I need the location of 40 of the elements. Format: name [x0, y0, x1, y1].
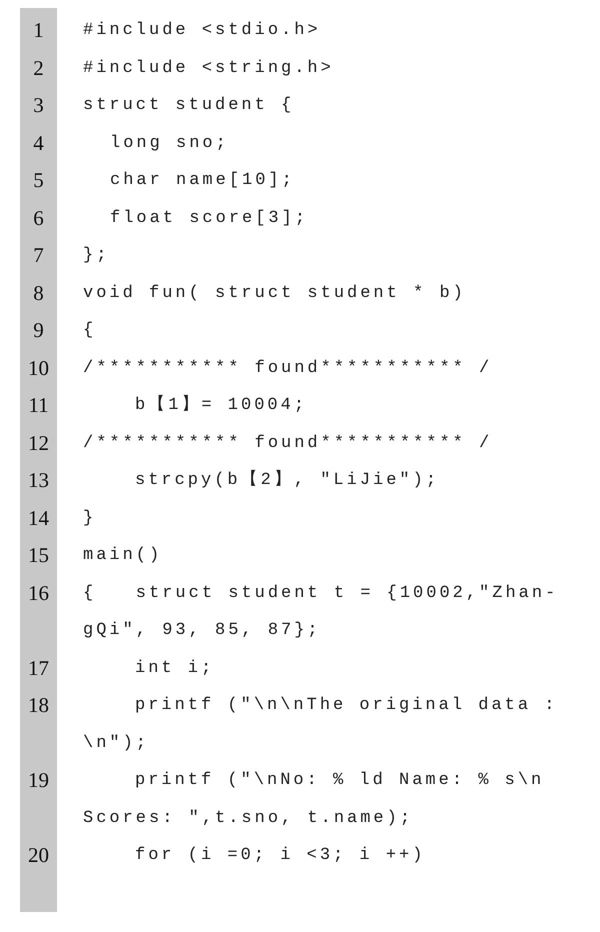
code-line: #include <string.h> — [83, 58, 335, 80]
code-line: { — [83, 320, 98, 342]
line-number: 3 — [32, 92, 45, 119]
code-line: for (i =0; i <3; i ++) — [134, 845, 426, 867]
code-line: /*********** found*********** / — [83, 358, 494, 380]
code-line: main() — [83, 545, 164, 567]
code-line: float score[3]; — [109, 208, 310, 230]
line-number: 11 — [27, 392, 50, 419]
line-number: 12 — [27, 430, 50, 456]
line-number: 10 — [27, 354, 50, 382]
line-number: 6 — [32, 204, 45, 232]
code-line: strcpy(b【2】, "LiJie"); — [134, 468, 440, 492]
code-line: printf ("\n\nThe original data : \n"); — [83, 695, 558, 754]
code-line: }; — [83, 245, 110, 267]
code-line: /*********** found*********** / — [83, 432, 494, 454]
code-line: struct student { — [83, 95, 296, 117]
line-number: 8 — [32, 280, 45, 306]
line-number: 18 — [27, 692, 50, 719]
code-line: } — [83, 508, 98, 530]
line-number: 7 — [32, 242, 45, 269]
code-line: int i; — [134, 658, 216, 680]
line-number: 4 — [32, 130, 45, 156]
line-number: 1 — [32, 17, 45, 44]
line-number: 16 — [27, 580, 50, 606]
code-line: b【1】= 10004; — [134, 394, 308, 417]
code-line: void fun( struct student * b) — [83, 282, 467, 304]
code-line: #include <stdio.h> — [83, 20, 322, 42]
line-number: 15 — [27, 542, 50, 569]
code-line: long sno; — [109, 132, 230, 154]
line-number: 2 — [32, 54, 45, 82]
line-number: 13 — [27, 467, 50, 494]
code-line: char name[10]; — [109, 170, 296, 192]
line-number: 5 — [32, 167, 45, 194]
line-number: 9 — [32, 317, 45, 344]
line-number: 14 — [27, 504, 50, 532]
line-number: 17 — [27, 654, 50, 682]
code-line: printf ("\nNo: % ld Name: % s\n Scores: ",t.sno, t.name); — [83, 770, 546, 830]
line-number: 19 — [27, 767, 50, 794]
line-number: 20 — [27, 842, 50, 869]
code-line: { struct student t = {10002,"Zhan-gQi", 93, 85, 87}; — [83, 582, 560, 642]
